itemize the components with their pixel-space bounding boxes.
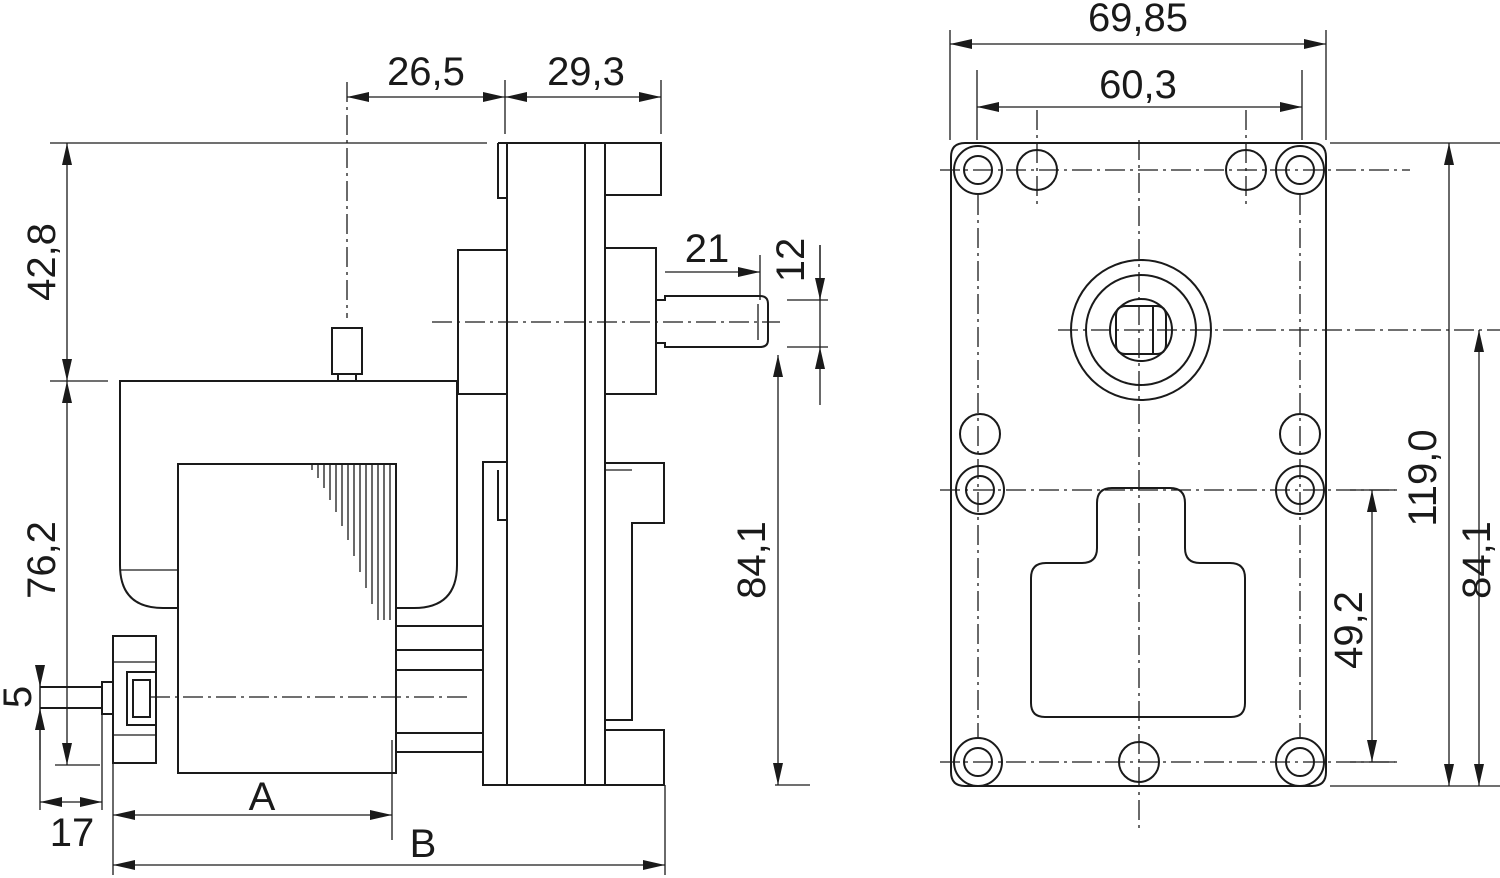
front-view <box>940 110 1500 830</box>
coil-hatching <box>311 464 391 620</box>
dimensions <box>35 30 1500 875</box>
label-26-5: 26,5 <box>387 50 465 94</box>
bottom-foot <box>605 729 665 786</box>
end-nut <box>126 671 157 726</box>
gearbox-back-strip <box>497 142 507 199</box>
label-21: 21 <box>685 227 730 271</box>
top-pin <box>331 327 363 381</box>
motor-shaft-bars <box>396 625 483 753</box>
label-42-8: 42,8 <box>20 223 64 301</box>
label-76-2: 76,2 <box>20 521 64 599</box>
front-plate-outline <box>950 142 1327 787</box>
window-cutout <box>1030 487 1246 718</box>
label-49-2: 49,2 <box>1327 591 1371 669</box>
label-17: 17 <box>50 811 95 855</box>
label-B: B <box>410 822 437 866</box>
label-60-3: 60,3 <box>1099 63 1177 107</box>
motor-frame <box>119 380 458 609</box>
label-A: A <box>249 775 276 819</box>
motor-coil <box>177 463 397 774</box>
rear-flange <box>457 249 508 395</box>
label-12: 12 <box>769 238 813 283</box>
label-69-85: 69,85 <box>1088 0 1188 40</box>
gearbox-plate <box>506 142 606 786</box>
label-84-1-side: 84,1 <box>730 521 774 599</box>
lower-bracket <box>482 461 508 786</box>
label-5: 5 <box>0 686 40 708</box>
lower-block <box>605 462 665 721</box>
side-view <box>40 82 780 786</box>
label-29-3: 29,3 <box>547 50 625 94</box>
top-block <box>605 142 662 196</box>
label-84-1-front: 84,1 <box>1455 521 1499 599</box>
plain-holes <box>959 149 1321 783</box>
output-hub <box>605 247 657 395</box>
label-119-0: 119,0 <box>1401 429 1445 526</box>
